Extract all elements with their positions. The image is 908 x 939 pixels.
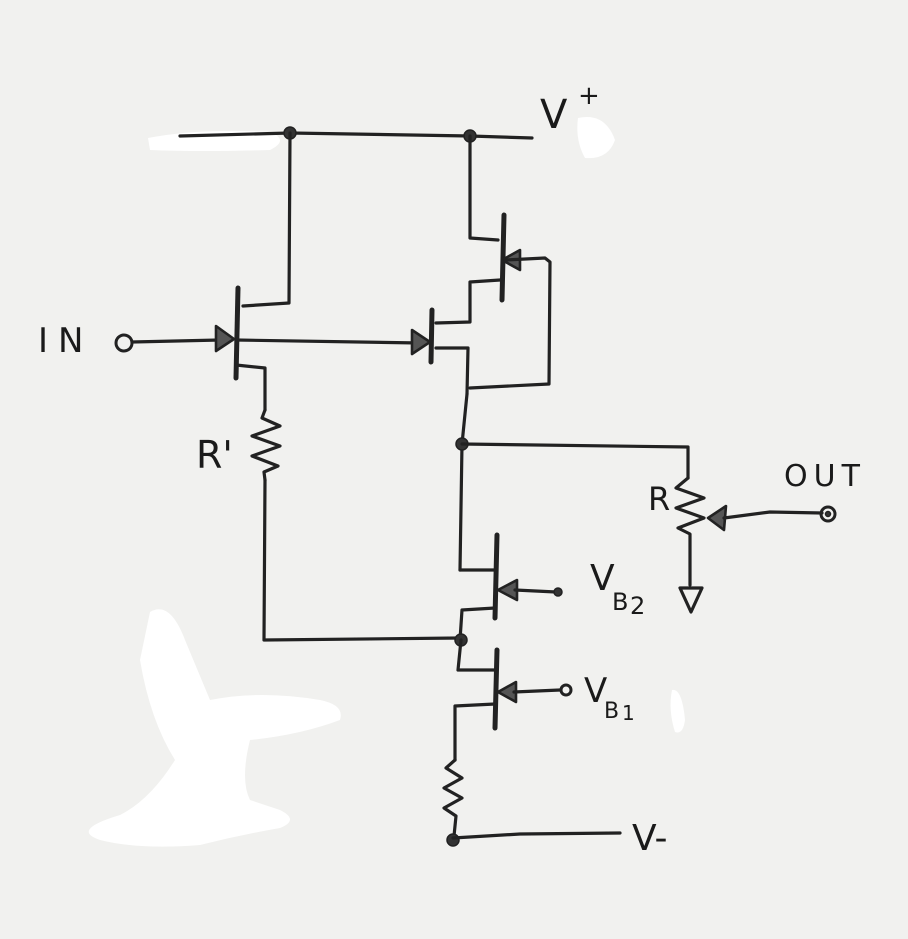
correction-marks xyxy=(88,116,685,847)
input-transistor-channel xyxy=(233,285,241,381)
gate-link-wire xyxy=(234,338,422,345)
output-label: OUT xyxy=(784,459,866,494)
r-prime-lower-wire xyxy=(262,478,462,642)
tail-transistor-source-wire xyxy=(453,702,497,762)
r-potentiometer xyxy=(674,476,706,587)
output-terminal-center xyxy=(824,510,832,518)
input-terminal[interactable] xyxy=(114,333,134,353)
mid-transistor-drain-wire xyxy=(434,278,502,325)
output-wire xyxy=(722,510,824,520)
vb1-label-num: 1 xyxy=(622,701,635,725)
r-prime-label: R' xyxy=(196,433,233,477)
mid-transistor-gate-arrow xyxy=(410,328,432,356)
input-transistor-gate-arrow xyxy=(214,324,236,353)
vb1-label-b: B xyxy=(604,699,619,724)
vminus-label: V- xyxy=(632,818,668,859)
input-transistor-source-wire xyxy=(234,363,267,412)
tail-transistor-drain-wire xyxy=(456,638,496,672)
vb2-label-v: V xyxy=(590,558,615,599)
vplus-rail-wire xyxy=(178,131,534,140)
top-transistor-drain-wire xyxy=(468,134,500,242)
vplus-superscript: + xyxy=(578,81,600,111)
top-transistor-channel xyxy=(499,212,507,303)
cascode-source-wire xyxy=(458,606,497,642)
vb1-wire xyxy=(512,688,562,694)
mid-transistor-channel xyxy=(428,307,435,365)
cascode-channel xyxy=(492,532,500,621)
labels: V + IN R' R OUT V B 2 V B 1 V- xyxy=(38,81,866,859)
input-label: IN xyxy=(38,321,93,361)
output-terminal[interactable] xyxy=(819,505,837,523)
vb1-terminal[interactable] xyxy=(559,683,573,697)
vminus-node xyxy=(446,833,460,847)
vb2-wire xyxy=(513,588,558,594)
vb2-label-b: B xyxy=(612,588,628,616)
input-transistor-drain-wire xyxy=(241,131,292,308)
vb2-label-num: 2 xyxy=(630,592,645,620)
tail-transistor-channel xyxy=(492,647,500,731)
vb1-label-v: V xyxy=(584,671,607,711)
vb2-terminal[interactable] xyxy=(553,587,563,597)
tail-resistor xyxy=(442,758,464,838)
vminus-rail-wire xyxy=(451,831,622,840)
center-vertical-wire xyxy=(458,392,469,572)
ground-arrow xyxy=(678,586,704,614)
r-label: R xyxy=(648,480,670,518)
mid-transistor-source-wire xyxy=(434,346,470,396)
pot-feed-wire xyxy=(460,442,690,480)
vplus-label: V xyxy=(540,92,568,138)
r-prime-resistor xyxy=(250,408,282,482)
top-transistor-feedback-wire xyxy=(468,256,552,390)
